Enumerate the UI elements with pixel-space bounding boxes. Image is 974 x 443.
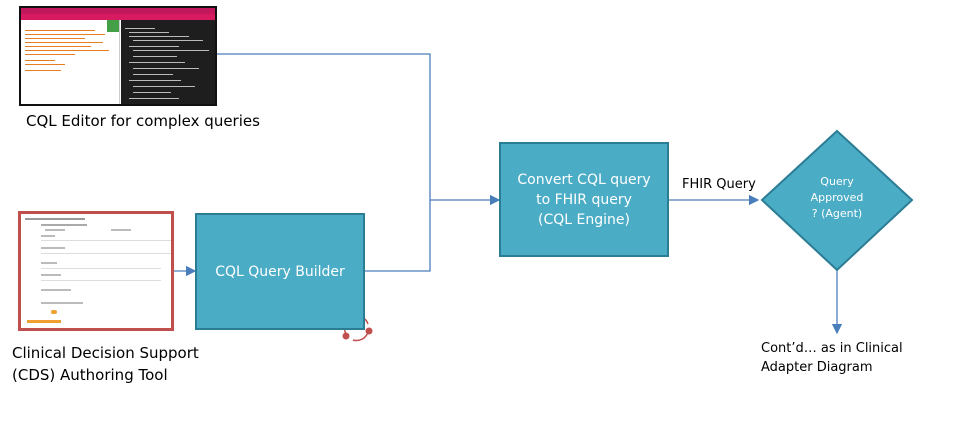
cds-tool-screenshot — [18, 211, 174, 331]
editor-caption: CQL Editor for complex queries — [26, 112, 260, 130]
cds-caption-line1: Clinical Decision Support — [12, 344, 199, 362]
decision-line1: Query — [820, 175, 854, 188]
connector-editor-to-convert — [217, 53, 501, 206]
convert-line1: Convert CQL query — [517, 171, 651, 188]
convert-line3: (CQL Engine) — [538, 211, 630, 228]
convert-cql-box: Convert CQL query to FHIR query (CQL Eng… — [499, 142, 669, 257]
contd-caption-line1: Cont’d… as in Clinical — [761, 341, 903, 356]
connector-builder-to-convert — [365, 200, 431, 272]
convert-line2: to FHIR query — [536, 191, 632, 208]
cds-caption-line2: (CDS) Authoring Tool — [12, 366, 168, 384]
cql-editor-screenshot — [19, 6, 217, 106]
decision-label: Query Approved ? (Agent) — [792, 174, 882, 222]
decision-diamond — [760, 129, 914, 272]
builder-label: CQL Query Builder — [215, 263, 345, 280]
contd-caption-line2: Adapter Diagram — [761, 360, 873, 375]
decision-line2: Approved — [810, 191, 864, 204]
cql-query-builder-box: CQL Query Builder — [195, 213, 365, 330]
decision-line3: ? (Agent) — [811, 207, 863, 220]
edge-label-fhir-query: FHIR Query — [682, 177, 756, 192]
